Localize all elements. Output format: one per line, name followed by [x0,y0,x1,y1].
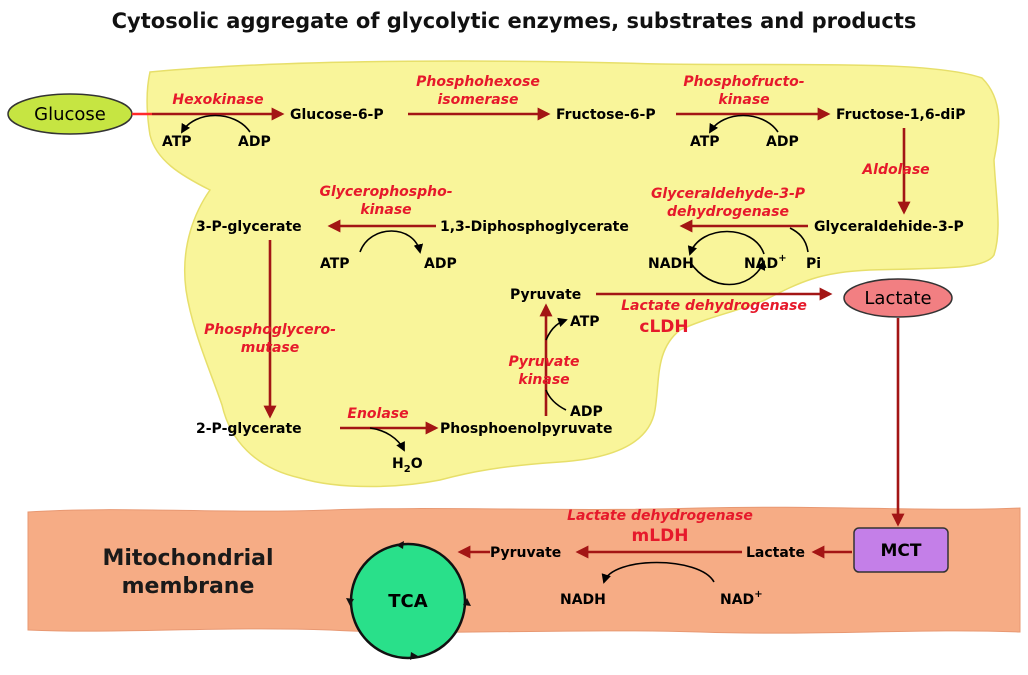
phi-label-line2: isomerase [437,92,518,108]
tca-arrowhead-bottom [410,652,418,660]
glucose-6-p-label: Glucose-6-P [290,107,384,123]
aldolase-label: Aldolase [861,162,929,178]
tca-arrowhead-left [346,598,354,606]
glyceraldehide-3-p-label: Glyceraldehide-3-P [814,219,964,235]
mct-label: MCT [881,541,922,561]
tca-arrowhead-right [463,598,471,606]
atp-label-4: ATP [570,314,600,330]
gapdh-pi-curve [789,227,809,253]
lactate-node-label: Lactate [864,288,931,309]
cytosol-region [146,60,1000,488]
adp-label-1: ADP [238,134,271,150]
pgk-cofactor-curve [359,230,424,254]
nadh-label-1: NADH [648,256,694,272]
pgm-label-line1: Phosphoglycero- [204,322,336,338]
mito-lactate-label: Lactate [746,545,805,561]
pk-atp-curve [545,317,568,341]
water-label: H2O [392,456,423,475]
2-p-glycerate-label: 2-P-glycerate [196,421,302,437]
atp-label-3: ATP [320,256,350,272]
mldh-label: mLDH [632,526,689,546]
adp-label-2: ADP [766,134,799,150]
enolase-label: Enolase [347,406,408,422]
atp-label-1: ATP [162,134,192,150]
gapdh-label-line1: Glyceraldehyde-3-P [651,186,806,202]
gapdh-nad-curve [687,230,765,256]
diagram-title: Cytosolic aggregate of glycolytic enzyme… [112,9,917,33]
adp-label-4: ADP [570,404,603,420]
cldh-label: cLDH [639,317,688,337]
pk-label-line2: kinase [518,372,569,388]
tca-arrowhead-top [396,541,404,549]
fructose-16-dip-label: Fructose-1,6-diP [836,107,965,123]
phosphoenolpyruvate-label: Phosphoenolpyruvate [440,421,612,437]
pi-label: Pi [806,256,821,272]
nadh-label-2: NADH [560,592,606,608]
nad-label-1: NAD+ [744,253,787,272]
mct-transporter [853,527,949,573]
membrane-label-line2: membrane [122,574,255,599]
pgk-label-line2: kinase [360,202,411,218]
hexokinase-cofactor-curve [181,114,251,134]
mldh-enzyme-label: Lactate dehydrogenase [567,508,753,524]
phi-label-line1: Phosphohexose [416,74,540,90]
pfk-label-line1: Phosphofructo- [683,74,804,90]
pgm-label-line2: mutase [241,340,300,356]
hexokinase-label: Hexokinase [172,92,263,108]
nad-label-2: NAD+ [720,589,763,608]
diphosphoglycerate-label: 1,3-Diphosphoglycerate [440,219,629,235]
pk-label-line1: Pyruvate [508,354,579,370]
pfk-cofactor-curve [709,114,779,134]
glucose-label: Glucose [34,104,106,125]
cldh-enzyme-label: Lactate dehydrogenase [621,298,807,314]
adp-label-3: ADP [424,256,457,272]
pfk-label-line2: kinase [718,92,769,108]
mito-pyruvate-label: Pyruvate [490,545,561,561]
membrane-label-line1: Mitochondrial [102,546,273,571]
tca-label: TCA [388,591,427,612]
enolase-water-curve [369,427,405,452]
pk-adp-curve [545,389,567,411]
pgk-label-line1: Glycerophospho- [319,184,452,200]
gapdh-nadh-curve [689,260,766,286]
pyruvate-label: Pyruvate [510,287,581,303]
mitochondrial-membrane [27,506,1021,634]
fructose-6-p-label: Fructose-6-P [556,107,656,123]
atp-label-2: ATP [690,134,720,150]
3-p-glycerate-label: 3-P-glycerate [196,219,302,235]
mldh-cofactor-curve [601,561,715,584]
lactate-node [843,278,953,318]
gapdh-label-line2: dehydrogenase [667,204,789,220]
